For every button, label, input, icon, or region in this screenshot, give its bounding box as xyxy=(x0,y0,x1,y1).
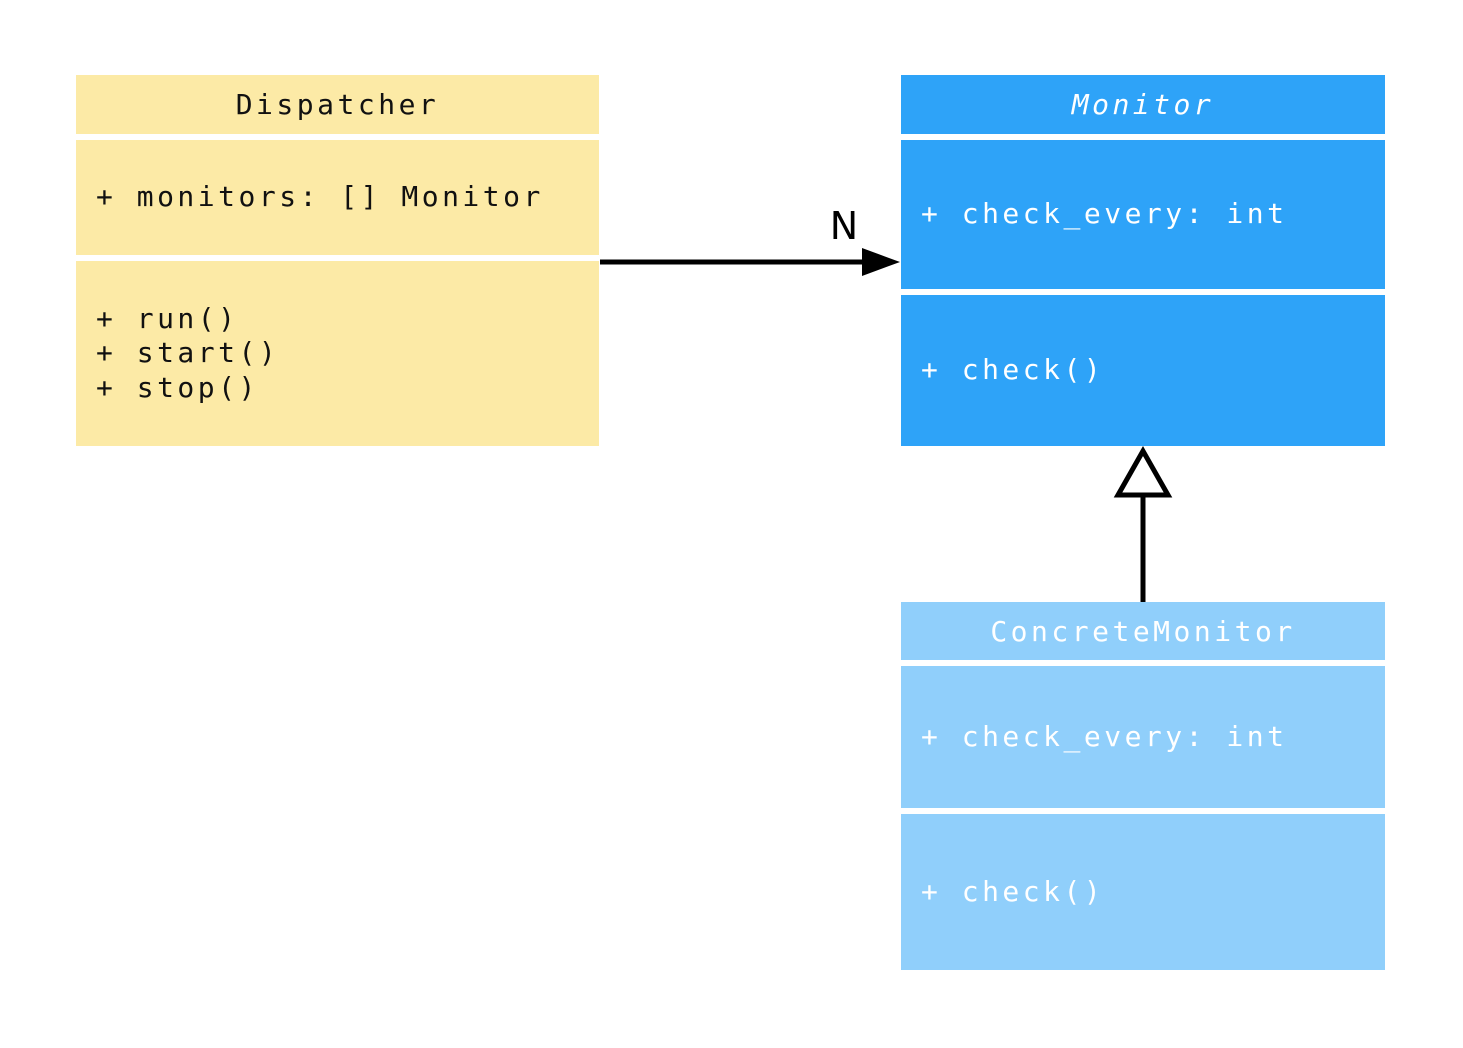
association-arrow xyxy=(600,248,900,276)
method-line: + run() xyxy=(96,301,239,335)
class-title-monitor: Monitor xyxy=(901,75,1385,134)
class-methods-monitor: + check() xyxy=(901,295,1385,446)
class-title-concrete-monitor: ConcreteMonitor xyxy=(901,602,1385,660)
class-attributes-concrete-monitor: + check_every: int xyxy=(901,666,1385,808)
class-box-concrete-monitor: ConcreteMonitor + check_every: int + che… xyxy=(901,602,1385,970)
filled-arrowhead-icon xyxy=(862,248,900,276)
class-methods-dispatcher: + run() + start() + stop() xyxy=(76,261,599,446)
inheritance-arrow xyxy=(1113,445,1173,602)
class-title-dispatcher: Dispatcher xyxy=(76,75,599,134)
class-attributes-monitor: + check_every: int xyxy=(901,140,1385,289)
method-line: + start() xyxy=(96,336,280,370)
class-attributes-dispatcher: + monitors: [] Monitor xyxy=(76,140,599,255)
class-box-monitor: Monitor + check_every: int + check() xyxy=(901,75,1385,446)
class-methods-concrete-monitor: + check() xyxy=(901,814,1385,970)
attribute-line: + monitors: [] Monitor xyxy=(96,180,544,214)
attribute-line: + check_every: int xyxy=(921,719,1288,753)
hollow-triangle-arrowhead-icon xyxy=(1113,445,1173,498)
association-multiplicity-label: N xyxy=(829,204,859,248)
attribute-line: + check_every: int xyxy=(921,197,1288,231)
method-line: + check() xyxy=(921,874,1105,908)
method-line: + stop() xyxy=(96,370,259,404)
class-box-dispatcher: Dispatcher + monitors: [] Monitor + run(… xyxy=(76,75,599,446)
method-line: + check() xyxy=(921,353,1105,387)
